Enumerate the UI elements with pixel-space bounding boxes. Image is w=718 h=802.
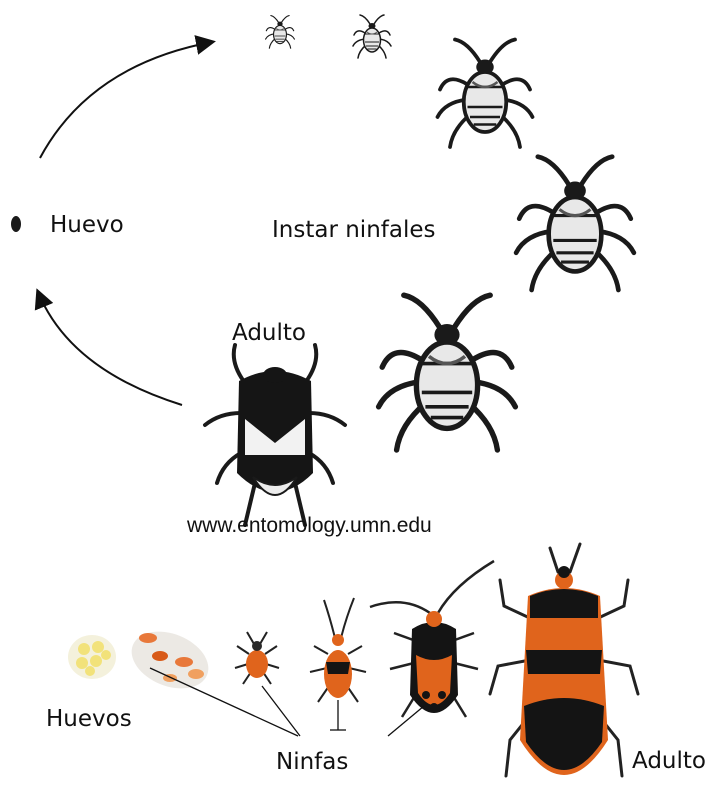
egg-illustration [11, 216, 21, 232]
adult-top-label: Adulto [232, 320, 306, 346]
adult-colored-illustration [490, 544, 638, 776]
hatching-eggs-illustration [123, 621, 217, 699]
source-url: www.entomology.umn.edu [187, 514, 432, 538]
adult-sketch-illustration [205, 345, 345, 525]
nymph-instar-4 [516, 157, 634, 290]
egg-label: Huevo [50, 212, 124, 238]
nymph-instar-2 [353, 15, 391, 58]
nymph-instar-5 [379, 295, 516, 450]
nymphs-label: Ninfas [276, 749, 348, 775]
adult-bottom-label: Adulto [632, 748, 706, 774]
eggs-label: Huevos [46, 706, 132, 732]
nymph-small-illustration [235, 632, 279, 684]
nymph-medium-illustration [310, 598, 366, 702]
nymph-instars-label: Instar ninfales [272, 217, 435, 243]
cycle-arrow-up [40, 42, 212, 158]
egg-cluster-illustration [68, 635, 116, 679]
nymph-instar-1 [266, 16, 295, 49]
nymph-instar-3 [438, 40, 533, 148]
nymph-large-illustration [370, 561, 494, 717]
cycle-arrow-back [38, 292, 182, 405]
